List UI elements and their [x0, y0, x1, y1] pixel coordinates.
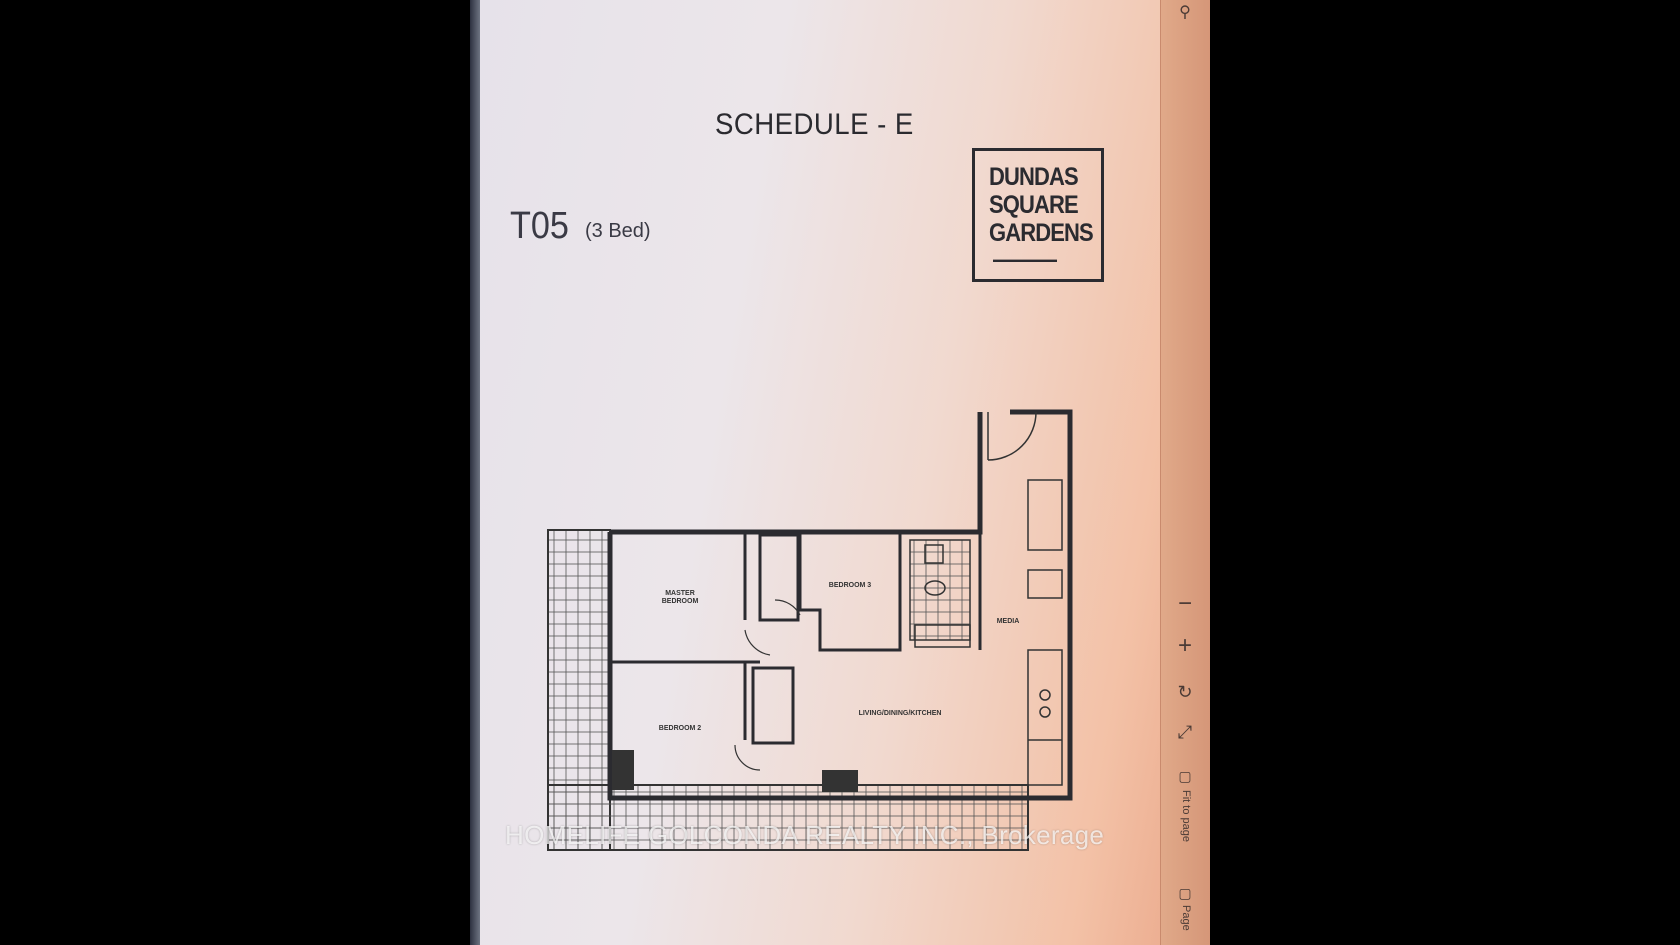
brokerage-watermark: HOMELIFE GOLCONDA REALTY INC., Brokerage: [505, 820, 1105, 850]
zoom-out-button[interactable]: −: [1177, 590, 1192, 617]
room-label-media: MEDIA: [996, 618, 1020, 625]
bedroom-doors: [734, 599, 801, 771]
rotate-icon[interactable]: ↻: [1177, 682, 1193, 702]
zoom-in-button[interactable]: +: [1177, 632, 1192, 659]
schedule-title: SCHEDULE - E: [715, 108, 914, 141]
kitchen-counter: [1027, 479, 1063, 786]
room-label-bedroom-3: BEDROOM 3: [828, 582, 872, 589]
page-icon[interactable]: ▢: [1178, 885, 1192, 901]
document-photo: SCHEDULE - E T05 (3 Bed) DUNDAS SQUARE G…: [470, 0, 1210, 945]
pdf-viewer-toolbar: [1160, 0, 1210, 945]
room-label-bedroom-2: BEDROOM 2: [658, 725, 702, 732]
entry-door: [987, 411, 1037, 461]
interior-walls: [610, 530, 982, 745]
expand-icon[interactable]: ⤢: [1177, 722, 1193, 742]
brand-logo: DUNDAS SQUARE GARDENS ▬▬▬▬▬▬▬▬: [972, 148, 1104, 282]
fit-page-icon[interactable]: ▢: [1178, 768, 1192, 784]
logo-line-3: GARDENS: [989, 219, 1094, 247]
unit-code: T05: [510, 205, 569, 247]
column-left: [612, 750, 634, 790]
logo-tagline-mark: ▬▬▬▬▬▬▬▬: [993, 255, 1057, 264]
unit-bedroom-count: (3 Bed): [585, 220, 651, 242]
logo-line-1: DUNDAS: [989, 163, 1079, 191]
room-label-living: LIVING/DINING/KITCHEN: [858, 710, 942, 717]
floor-plan-drawing: [547, 409, 1073, 851]
fit-to-page-button[interactable]: Fit to page: [1180, 790, 1192, 842]
screen-bezel: [470, 0, 480, 945]
search-icon[interactable]: ⚲: [1179, 4, 1191, 21]
column: [822, 770, 858, 792]
bathroom-fixtures: [909, 539, 971, 648]
page-button[interactable]: Page: [1180, 905, 1192, 931]
logo-line-2: SQUARE: [989, 191, 1079, 219]
